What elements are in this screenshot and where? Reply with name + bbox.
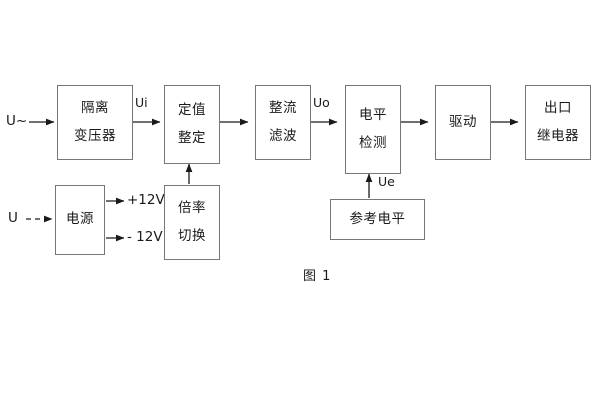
- block-line-2: 切换: [178, 228, 206, 244]
- block-line-1: 整流: [269, 99, 297, 116]
- block-line-1: 电源: [66, 211, 94, 228]
- block-setting-value[interactable]: 定值 整定: [164, 85, 220, 164]
- block-line-1: 隔离: [81, 99, 109, 116]
- ue-label: Ue: [378, 174, 395, 189]
- rail-negative-label: - 12V: [127, 229, 163, 245]
- block-line-2: 变压器: [74, 128, 116, 144]
- block-level-detection[interactable]: 电平 检测: [345, 85, 401, 174]
- rail-positive-label: +12V: [127, 192, 165, 208]
- block-isolation-transformer[interactable]: 隔离 变压器: [57, 85, 133, 160]
- block-line-1: 参考电平: [349, 210, 406, 227]
- block-line-1: 出口: [544, 99, 572, 116]
- block-line-1: 定值: [178, 101, 206, 118]
- block-line-1: 倍率: [178, 199, 206, 216]
- block-rectify-filter[interactable]: 整流 滤波: [255, 85, 311, 160]
- figure-caption: 图 1: [303, 269, 332, 284]
- ui-label: Ui: [135, 95, 148, 110]
- block-output-relay[interactable]: 出口 继电器: [525, 85, 591, 160]
- block-line-2: 整定: [178, 130, 206, 146]
- block-line-2: 继电器: [537, 128, 579, 144]
- dc-input-label: U: [8, 210, 18, 226]
- block-line-2: 滤波: [269, 128, 297, 144]
- block-drive[interactable]: 驱动: [435, 85, 491, 160]
- block-line-2: 检测: [359, 135, 387, 151]
- block-power-supply[interactable]: 电源: [55, 185, 105, 255]
- uo-label: Uo: [313, 95, 330, 110]
- ac-input-label: U~: [6, 113, 28, 129]
- block-multiplier-switch[interactable]: 倍率 切换: [164, 185, 220, 260]
- block-line-1: 电平: [359, 106, 387, 123]
- block-reference-level[interactable]: 参考电平: [330, 199, 425, 240]
- block-line-1: 驱动: [449, 113, 477, 130]
